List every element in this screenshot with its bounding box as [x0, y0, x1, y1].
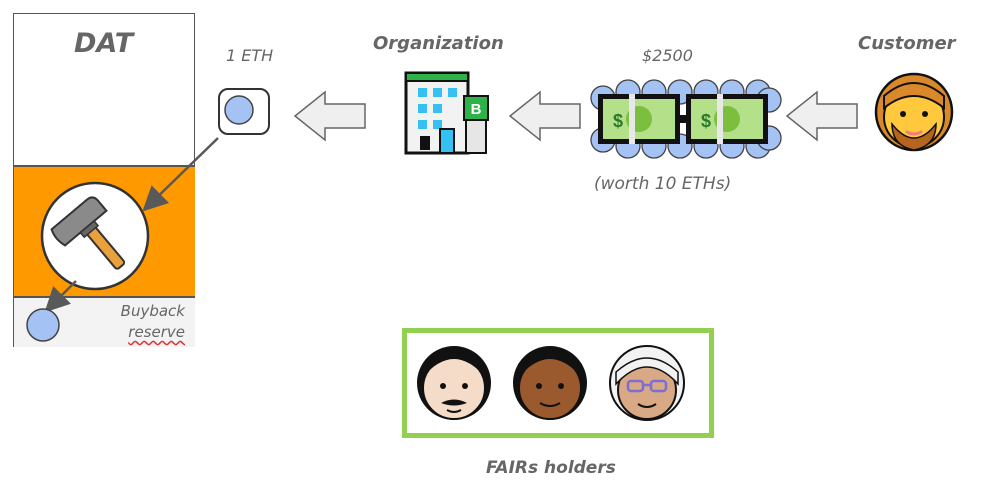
- divider: [14, 165, 195, 167]
- svg-text:$: $: [613, 111, 623, 131]
- divider: [14, 296, 195, 298]
- reserve-label-line2: reserve: [128, 323, 185, 341]
- worth-label: (worth 10 ETHs): [594, 174, 732, 194]
- holder-face-icon: [513, 346, 587, 420]
- reserve-eth-coin-icon: [26, 308, 60, 342]
- fairs-holders-box: [402, 328, 714, 438]
- buyback-label-line1: Buyback: [120, 302, 185, 320]
- eth-amount-label: 1 ETH: [226, 46, 274, 65]
- customer-face-icon: [874, 72, 954, 152]
- arrow-eth-to-hammer: [142, 137, 219, 212]
- svg-text:B: B: [471, 101, 482, 118]
- holder-face-icon: [609, 345, 685, 421]
- eth-coin-icon: [218, 88, 270, 135]
- arrow-hammer-to-reserve: [44, 280, 77, 313]
- hammer-icon: [40, 181, 150, 291]
- fairs-holders-label: FAIRs holders: [486, 458, 616, 478]
- arrow-org-to-eth: [293, 90, 366, 142]
- organization-label: Organization: [373, 33, 504, 54]
- arrow-money-to-org: [508, 90, 581, 142]
- dat-title: DAT: [74, 28, 134, 59]
- money-bills-icon: $ $: [590, 79, 782, 159]
- arrow-customer-to-money: [785, 90, 858, 142]
- office-building-icon: B: [404, 71, 489, 155]
- price-label: $2500: [642, 46, 693, 65]
- holder-face-icon: [417, 346, 491, 420]
- svg-text:$: $: [701, 111, 711, 131]
- customer-label: Customer: [858, 33, 956, 54]
